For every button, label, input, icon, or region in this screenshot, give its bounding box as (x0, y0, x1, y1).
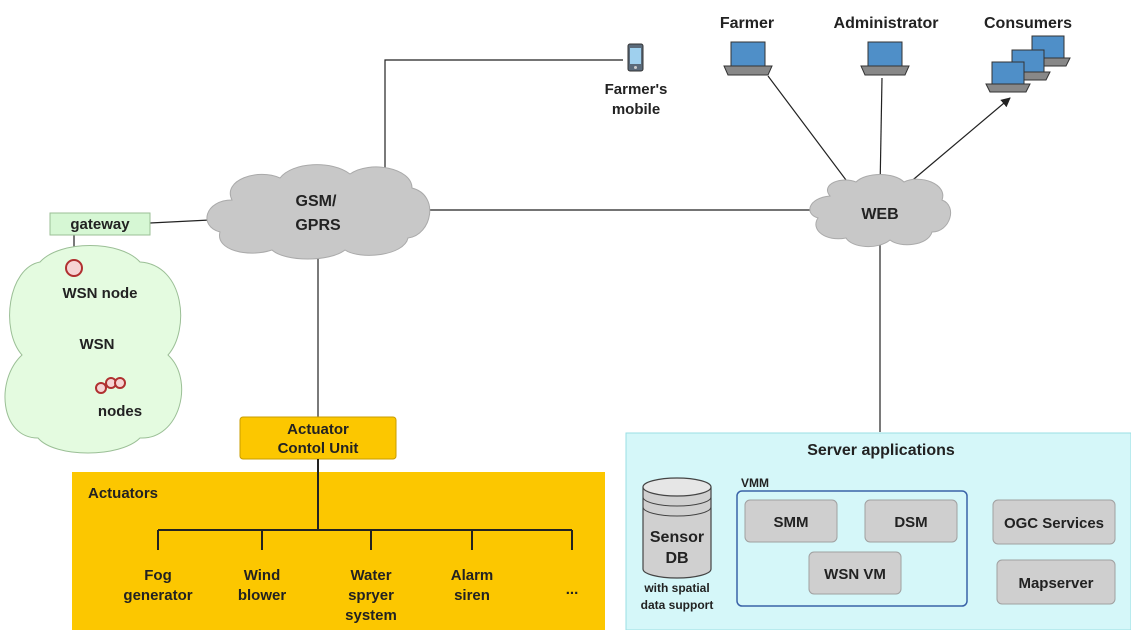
wsn-cloud (4, 245, 183, 454)
nodes-label: nodes (98, 403, 142, 420)
actuator-item: Water spryer system (345, 567, 397, 624)
farmer-laptop-icon (723, 41, 773, 76)
consumers-label: Consumers (984, 15, 1072, 32)
db-note-line2: data support (641, 598, 714, 612)
dsm-box (864, 499, 958, 543)
smm-box (744, 499, 838, 543)
wsn-node-icon (65, 259, 83, 277)
dsm-label: DSM (894, 514, 927, 531)
db-note-line1: with spatial (643, 581, 709, 595)
nodes-cluster-icon (95, 377, 126, 394)
actuator-item: Fog generator (123, 567, 192, 604)
actuators-title: Actuators (88, 485, 158, 502)
sensor-db-label-line2: DB (665, 550, 688, 567)
mobile-phone-icon (627, 43, 644, 72)
sensor-db-label-line1: Sensor (650, 529, 704, 546)
actuator-tree (157, 459, 573, 550)
actuator-item-label: Alarm (451, 567, 494, 584)
actuator-item-label: Fog (144, 567, 172, 584)
administrator-label: Administrator (834, 15, 939, 32)
web-cloud (809, 174, 952, 247)
mapserver-box (996, 559, 1116, 605)
farmers-mobile-label-line2: mobile (612, 101, 660, 118)
wsnvm-box (808, 551, 902, 595)
administrator-laptop-icon (860, 41, 910, 76)
actuators-panel (72, 472, 605, 630)
wsn-label: WSN (80, 336, 115, 353)
actuator-item-label: blower (238, 587, 287, 604)
actuator-item-label: system (345, 607, 397, 624)
gateway-label: gateway (70, 216, 130, 233)
acu-label-line1: Actuator (287, 421, 349, 438)
ogc-services-box (992, 499, 1116, 545)
ogc-services-label: OGC Services (1004, 515, 1104, 532)
actuator-item-label: generator (123, 587, 192, 604)
gsm-label-line2: GPRS (295, 217, 341, 234)
actuator-item: Alarm siren (451, 567, 494, 604)
farmer-label: Farmer (720, 15, 774, 32)
database-icon (642, 477, 712, 579)
smm-label: SMM (774, 514, 809, 531)
actuator-item-label: ... (566, 581, 579, 598)
actuator-item-label: Wind (244, 567, 281, 584)
actuator-item: Wind blower (238, 567, 287, 604)
consumers-laptops-icon (985, 35, 1071, 93)
gsm-cloud (206, 164, 431, 260)
wsnvm-label: WSN VM (824, 566, 886, 583)
connections (73, 59, 1011, 432)
gsm-label-line1: GSM/ (296, 193, 337, 210)
actuator-item-label: spryer (348, 587, 394, 604)
mapserver-label: Mapserver (1018, 575, 1093, 592)
actuator-item-label: Water (350, 567, 391, 584)
acu-label-line2: Contol Unit (278, 440, 359, 457)
web-label: WEB (861, 206, 898, 223)
vmm-label: VMM (741, 476, 769, 490)
gateway-box (49, 212, 151, 236)
actuator-items: Fog generator Wind blower Water spryer system A… (123, 567, 578, 624)
actuator-item: ... (566, 581, 579, 598)
server-applications-title: Server applications (807, 442, 955, 459)
actuator-item-label: siren (454, 587, 490, 604)
farmers-mobile-label-line1: Farmer's (605, 81, 668, 98)
wsn-node-label: WSN node (63, 285, 138, 302)
